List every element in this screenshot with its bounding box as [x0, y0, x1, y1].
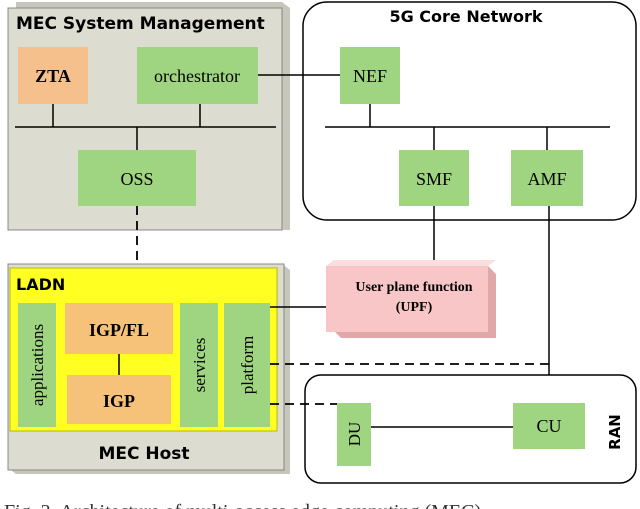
- ran-panel: RAN DU CU: [304, 374, 637, 484]
- applications-node: [18, 303, 56, 427]
- ladn-title: LADN: [16, 275, 65, 294]
- mec-host-panel: LADN applications IGP/FL IGP services pl…: [7, 263, 290, 474]
- zta-label: ZTA: [35, 66, 71, 86]
- igp-label: IGP: [103, 391, 135, 411]
- igp-fl-node: [65, 303, 173, 354]
- core-network-title: 5G Core Network: [389, 7, 542, 26]
- mec-host-title: MEC Host: [98, 444, 189, 464]
- igp-fl-label: IGP/FL: [89, 320, 149, 340]
- amf-label: AMF: [527, 169, 566, 189]
- oss-label: OSS: [120, 169, 153, 189]
- platform-node: [224, 303, 270, 427]
- du-node: [337, 403, 371, 466]
- mec-system-management-panel: MEC System Management ZTA orchestrator O…: [7, 2, 290, 231]
- ran-label: RAN: [606, 414, 624, 450]
- mec-system-management-title: MEC System Management: [16, 14, 265, 34]
- platform-label: platform: [238, 336, 257, 395]
- cu-node: [513, 403, 585, 449]
- du-label: DU: [345, 422, 364, 447]
- oss-node: [78, 150, 196, 206]
- zta-node: [18, 47, 88, 104]
- amf-node: [511, 150, 583, 206]
- services-label: services: [190, 338, 209, 393]
- applications-label: applications: [28, 324, 47, 406]
- upf-node: User plane function (UPF): [326, 260, 496, 338]
- 5g-core-network-panel: 5G Core Network NEF SMF AMF: [302, 1, 637, 221]
- orchestrator-label: orchestrator: [154, 66, 240, 86]
- figure-caption: Fig. 3. Architecture of multi-access edg…: [4, 501, 481, 509]
- smf-node: [399, 150, 469, 206]
- nef-label: NEF: [353, 66, 387, 86]
- services-node: [180, 303, 218, 427]
- upf-line1: User plane function: [355, 280, 472, 295]
- smf-label: SMF: [416, 169, 452, 189]
- nef-node: [340, 47, 400, 104]
- igp-node: [67, 375, 171, 424]
- upf-line2: (UPF): [396, 300, 433, 315]
- cu-label: CU: [536, 416, 561, 436]
- orchestrator-node: [137, 47, 258, 104]
